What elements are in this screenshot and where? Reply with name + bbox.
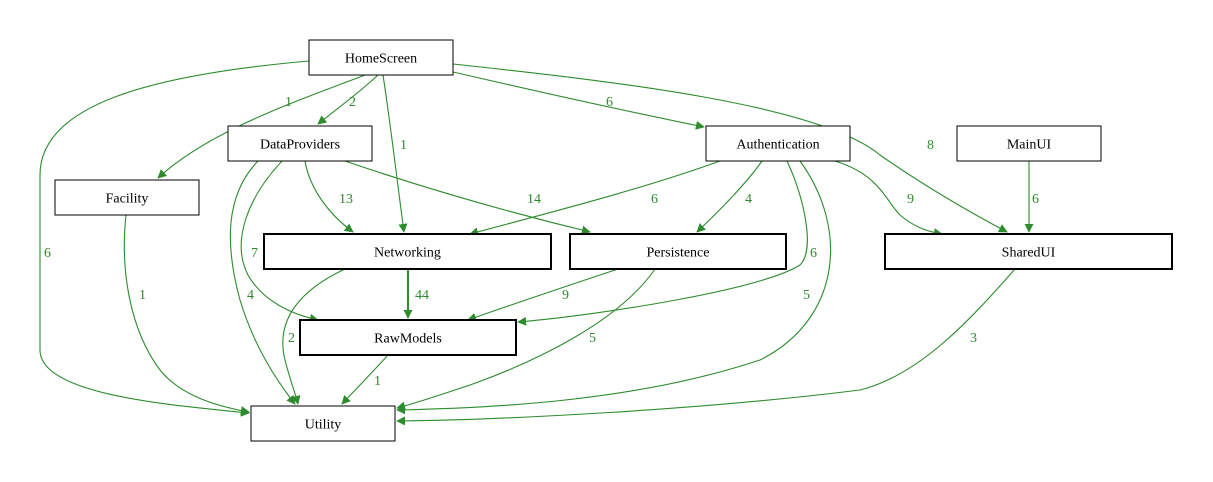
node-dataproviders: DataProviders bbox=[227, 125, 373, 162]
node-facility: Facility bbox=[54, 179, 200, 216]
node-box bbox=[569, 233, 787, 270]
edge-line bbox=[157, 74, 366, 179]
node-box bbox=[227, 125, 373, 162]
edge-line bbox=[123, 214, 250, 416]
edge-weight-label: 9 bbox=[907, 192, 914, 207]
node-networking: Networking bbox=[263, 233, 552, 270]
node-box bbox=[263, 233, 552, 270]
node-label: Persistence bbox=[647, 246, 710, 261]
edge-line bbox=[696, 160, 763, 233]
edge-dataproviders-to-persistence: 14 bbox=[344, 160, 591, 235]
edge-line bbox=[39, 60, 310, 417]
node-box bbox=[250, 405, 396, 442]
edge-line bbox=[382, 74, 408, 233]
edge-authentication-to-utility: 5 bbox=[396, 160, 832, 415]
edge-sharedui-to-utility: 3 bbox=[396, 268, 1016, 426]
edge-weight-label: 6 bbox=[1032, 192, 1039, 207]
edge-line bbox=[452, 71, 705, 130]
edge-networking-to-utility: 2 bbox=[282, 268, 346, 405]
edge-persistence-to-rawmodels: 9 bbox=[467, 268, 619, 322]
edge-weight-label: 5 bbox=[803, 288, 810, 303]
edge-authentication-to-networking: 6 bbox=[469, 160, 721, 237]
node-utility: Utility bbox=[250, 405, 396, 442]
edge-weight-label: 13 bbox=[339, 192, 353, 207]
node-box bbox=[299, 319, 517, 356]
edge-line bbox=[517, 160, 808, 326]
edge-rawmodels-to-utility: 1 bbox=[341, 354, 389, 405]
edge-weight-label: 2 bbox=[288, 331, 295, 346]
edge-weight-label: 1 bbox=[374, 374, 381, 389]
edge-dataproviders-to-rawmodels: 7 bbox=[240, 160, 319, 323]
edge-line bbox=[396, 268, 1016, 426]
edge-weight-label: 8 bbox=[927, 138, 934, 153]
node-rawmodels: RawModels bbox=[299, 319, 517, 356]
node-persistence: Persistence bbox=[569, 233, 787, 270]
edge-weight-label: 1 bbox=[400, 138, 407, 153]
node-label: DataProviders bbox=[260, 138, 340, 153]
edge-line bbox=[396, 268, 656, 411]
edge-weight-label: 6 bbox=[810, 246, 817, 261]
node-box bbox=[705, 125, 851, 162]
edge-weight-label: 6 bbox=[606, 95, 613, 110]
node-mainui: MainUI bbox=[956, 125, 1102, 162]
node-authentication: Authentication bbox=[705, 125, 851, 162]
edge-weight-label: 44 bbox=[415, 288, 429, 303]
edge-line bbox=[467, 268, 619, 322]
edge-mainui-to-sharedui: 6 bbox=[1024, 161, 1039, 233]
edge-weight-label: 14 bbox=[527, 192, 541, 207]
edge-line bbox=[282, 268, 346, 405]
edge-homescreen-to-authentication: 6 bbox=[452, 71, 705, 130]
edge-weight-label: 7 bbox=[251, 246, 258, 261]
edge-authentication-to-persistence: 4 bbox=[696, 160, 763, 233]
node-homescreen: HomeScreen bbox=[308, 39, 454, 76]
edge-weight-label: 3 bbox=[970, 331, 977, 346]
node-box bbox=[884, 233, 1173, 270]
edge-weight-label: 6 bbox=[44, 246, 51, 261]
edge-line bbox=[229, 160, 296, 405]
edge-weight-label: 1 bbox=[285, 95, 292, 110]
node-label: Authentication bbox=[736, 138, 819, 153]
node-box bbox=[54, 179, 200, 216]
edge-line bbox=[834, 160, 943, 238]
node-label: HomeScreen bbox=[345, 52, 417, 67]
node-sharedui: SharedUI bbox=[884, 233, 1173, 270]
edge-weight-label: 4 bbox=[745, 192, 752, 207]
edge-dataproviders-to-utility: 4 bbox=[229, 160, 296, 405]
edge-weight-label: 6 bbox=[651, 192, 658, 207]
edge-networking-to-rawmodels: 44 bbox=[403, 269, 429, 319]
edge-authentication-to-sharedui: 9 bbox=[834, 160, 943, 238]
node-label: RawModels bbox=[374, 332, 442, 347]
node-label: Utility bbox=[305, 418, 342, 433]
edge-line bbox=[341, 354, 389, 405]
edge-line bbox=[344, 160, 591, 235]
node-label: Facility bbox=[106, 192, 149, 207]
node-box bbox=[956, 125, 1102, 162]
edge-line bbox=[396, 160, 832, 415]
edge-line bbox=[317, 74, 379, 125]
node-label: Networking bbox=[374, 246, 441, 261]
edge-line bbox=[240, 160, 319, 323]
node-label: SharedUI bbox=[1002, 246, 1056, 261]
edge-facility-to-utility: 1 bbox=[123, 214, 250, 416]
node-label: MainUI bbox=[1007, 138, 1052, 153]
edge-weight-label: 2 bbox=[349, 95, 356, 110]
edge-persistence-to-utility: 5 bbox=[396, 268, 656, 411]
edge-weight-label: 1 bbox=[139, 288, 146, 303]
edge-homescreen-to-facility: 1 bbox=[157, 74, 366, 179]
edge-homescreen-to-networking: 1 bbox=[382, 74, 408, 233]
edge-homescreen-to-utility: 6 bbox=[39, 60, 310, 417]
edge-homescreen-to-dataproviders: 2 bbox=[317, 74, 379, 125]
edge-dataproviders-to-networking: 13 bbox=[304, 160, 354, 233]
edge-line bbox=[304, 160, 354, 233]
node-box bbox=[308, 39, 454, 76]
edge-weight-label: 4 bbox=[247, 288, 254, 303]
edge-line bbox=[469, 160, 721, 237]
edge-authentication-to-rawmodels: 6 bbox=[517, 160, 817, 326]
edge-weight-label: 5 bbox=[589, 331, 596, 346]
edge-weight-label: 9 bbox=[562, 288, 569, 303]
